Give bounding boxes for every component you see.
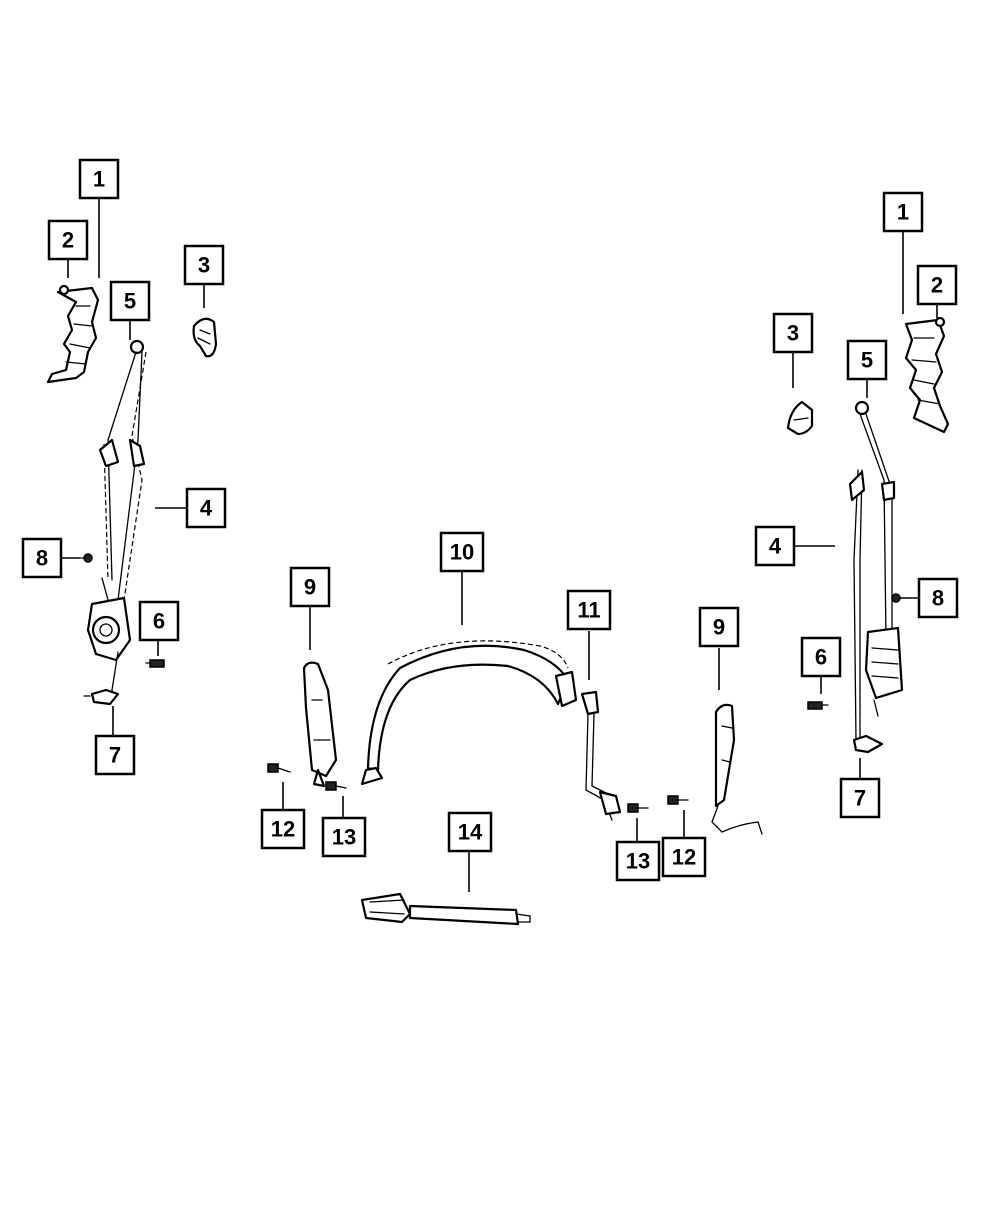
callout-left-1: 1 <box>78 158 120 200</box>
left-retractor <box>86 577 132 701</box>
center-left-bolt-13 <box>325 781 347 791</box>
callout-label: 2 <box>62 228 74 253</box>
callout-center-9b: 9 <box>698 606 740 648</box>
callout-center-12a: 12 <box>260 808 306 850</box>
callout-label: 12 <box>271 817 295 842</box>
left-trim-cover <box>192 317 218 358</box>
callout-label: 2 <box>931 273 943 298</box>
right-seat-belt-assembly <box>786 316 950 754</box>
callout-left-8: 8 <box>21 537 63 579</box>
callout-right-5: 5 <box>846 339 888 381</box>
callout-label: 8 <box>932 586 944 611</box>
callout-label: 13 <box>332 825 356 850</box>
callout-label: 5 <box>124 289 136 314</box>
callout-right-4: 4 <box>754 525 796 567</box>
left-bolt-8 <box>79 553 93 563</box>
callout-left-6: 6 <box>138 600 180 642</box>
center-left-bolt-12 <box>267 763 291 773</box>
callout-left-7: 7 <box>94 734 136 776</box>
center-left-buckle <box>302 661 338 788</box>
callout-center-11: 11 <box>566 589 612 631</box>
callout-right-6: 6 <box>800 636 842 678</box>
center-lap-belt <box>360 640 578 786</box>
center-right-bolt-13 <box>627 803 649 813</box>
callout-label: 9 <box>304 575 316 600</box>
callout-label: 3 <box>198 253 210 278</box>
center-parts <box>267 640 763 926</box>
left-seat-belt-assembly <box>46 284 218 706</box>
callout-right-7: 7 <box>839 777 881 819</box>
callout-left-2: 2 <box>47 219 89 261</box>
callout-right-1: 1 <box>882 191 924 233</box>
callout-label: 1 <box>897 200 909 225</box>
callout-label: 5 <box>861 348 873 373</box>
right-bolt-6 <box>807 701 829 710</box>
right-anchor-bolt <box>852 734 884 754</box>
callout-label: 10 <box>450 540 474 565</box>
left-height-adjuster <box>46 284 100 384</box>
callout-label: 13 <box>626 849 650 874</box>
callout-label: 8 <box>36 546 48 571</box>
callout-label: 9 <box>713 615 725 640</box>
callout-label: 6 <box>153 609 165 634</box>
callout-label: 7 <box>854 786 866 811</box>
callout-right-2: 2 <box>916 264 958 306</box>
callout-label: 7 <box>109 743 121 768</box>
left-belt-webbing <box>98 339 147 601</box>
callout-right-8: 8 <box>917 577 959 619</box>
callout-label: 12 <box>672 845 696 870</box>
center-buckle-11 <box>580 690 622 821</box>
callout-label: 4 <box>769 534 782 559</box>
callout-label: 14 <box>458 820 483 845</box>
right-bolt-8 <box>891 593 901 603</box>
callout-center-13b: 13 <box>615 840 661 882</box>
left-anchor-bolt <box>83 688 120 706</box>
callout-left-4: 4 <box>185 487 227 529</box>
callout-left-5: 5 <box>109 280 151 322</box>
leader-lines <box>62 198 938 892</box>
callout-label: 11 <box>577 598 600 623</box>
center-buckle-14 <box>360 892 531 926</box>
callout-label: 4 <box>200 496 213 521</box>
center-right-bolt-12 <box>667 795 689 805</box>
callout-right-3: 3 <box>772 312 814 354</box>
center-right-buckle <box>711 703 763 835</box>
callout-label: 6 <box>815 645 827 670</box>
callout-center-10: 10 <box>439 531 485 573</box>
left-bolt-6 <box>145 659 165 668</box>
right-height-adjuster <box>904 316 950 434</box>
callout-left-3: 3 <box>183 244 225 286</box>
right-trim-cover <box>786 400 814 436</box>
callout-center-9a: 9 <box>289 566 331 608</box>
callout-center-12b: 12 <box>661 836 707 878</box>
callout-center-14: 14 <box>447 811 493 853</box>
callout-label: 3 <box>787 321 799 346</box>
right-belt-webbing <box>848 400 896 741</box>
right-retractor <box>864 626 904 717</box>
callout-center-13a: 13 <box>321 816 367 858</box>
callout-label: 1 <box>93 167 105 192</box>
